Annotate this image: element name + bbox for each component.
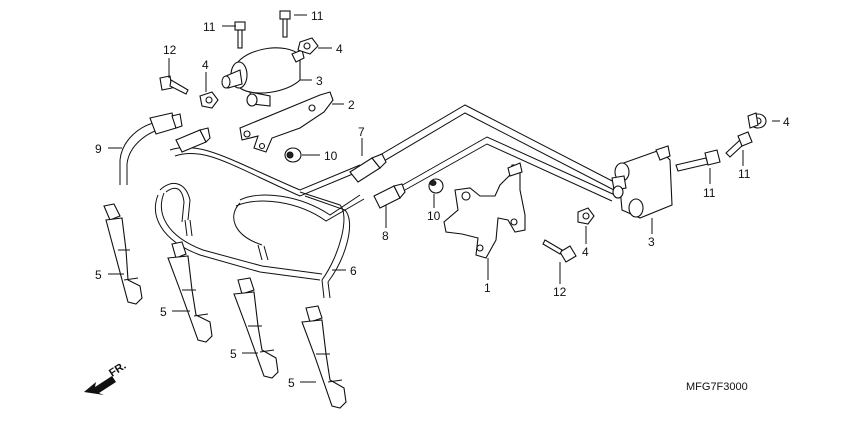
spark-plug-wire-short <box>119 112 183 185</box>
callout-5-a: 5 <box>95 268 102 282</box>
callout-5-d: 5 <box>288 376 295 390</box>
callout-9: 9 <box>95 142 102 156</box>
callout-5-c: 5 <box>230 347 237 361</box>
callout-3-a: 3 <box>316 74 323 88</box>
callout-4-b: 4 <box>202 58 209 72</box>
bolt-12-left <box>159 75 189 95</box>
coil-bracket <box>239 91 334 153</box>
bolt-12-lower <box>542 239 577 263</box>
spark-plug-cap-1 <box>103 203 143 305</box>
callout-6: 6 <box>350 264 357 278</box>
nut-4-middle <box>577 207 595 225</box>
bolt-11-right-angled <box>725 131 753 158</box>
bolt-11-upper-left <box>234 21 246 49</box>
spark-plug-cap-2 <box>167 241 213 343</box>
callout-leader-lines <box>108 14 780 383</box>
spark-plug-wire-harness <box>154 104 621 299</box>
callout-labels: 11 11 4 12 4 3 2 9 7 10 4 11 11 8 10 4 3… <box>95 9 790 390</box>
callout-8: 8 <box>382 229 389 243</box>
nut-4-upper <box>297 37 319 55</box>
callout-4-d: 4 <box>582 245 589 259</box>
spark-plug-cap-4 <box>301 305 347 409</box>
grommet-10-lower <box>428 178 444 194</box>
grommet-10-upper <box>284 147 302 163</box>
nut-4-left <box>199 91 219 109</box>
callout-10-b: 10 <box>427 209 441 223</box>
ignition-coil-upper <box>221 47 305 107</box>
callout-4-c: 4 <box>783 115 790 129</box>
callout-11-b: 11 <box>311 9 324 23</box>
callout-3-b: 3 <box>648 235 655 249</box>
callout-12-b: 12 <box>553 285 567 299</box>
callout-1: 1 <box>484 281 491 295</box>
callout-4-a: 4 <box>336 42 343 56</box>
mounting-bracket <box>443 162 526 259</box>
nut-4-right <box>747 112 767 129</box>
diagram-code: MFG7F3000 <box>686 381 748 393</box>
wire-connector-8 <box>373 183 406 209</box>
callout-11-d: 11 <box>738 167 751 181</box>
callout-2: 2 <box>348 98 355 112</box>
spark-plug-cap-3 <box>233 277 279 379</box>
front-direction-label: FR. <box>107 360 128 380</box>
callout-5-b: 5 <box>160 305 167 319</box>
bolt-11-upper-right <box>279 10 291 38</box>
callout-12-a: 12 <box>163 43 177 57</box>
callout-11-a: 11 <box>203 20 216 34</box>
wire-connector-left <box>175 127 211 153</box>
callout-7: 7 <box>358 125 365 139</box>
callout-11-c: 11 <box>703 186 716 200</box>
callout-10-a: 10 <box>324 149 338 163</box>
wire-connector-7 <box>349 153 387 183</box>
bolt-11-right-horizontal <box>675 149 721 172</box>
ignition-coil-right <box>611 145 673 219</box>
front-direction-arrow-icon: FR. <box>84 360 129 395</box>
